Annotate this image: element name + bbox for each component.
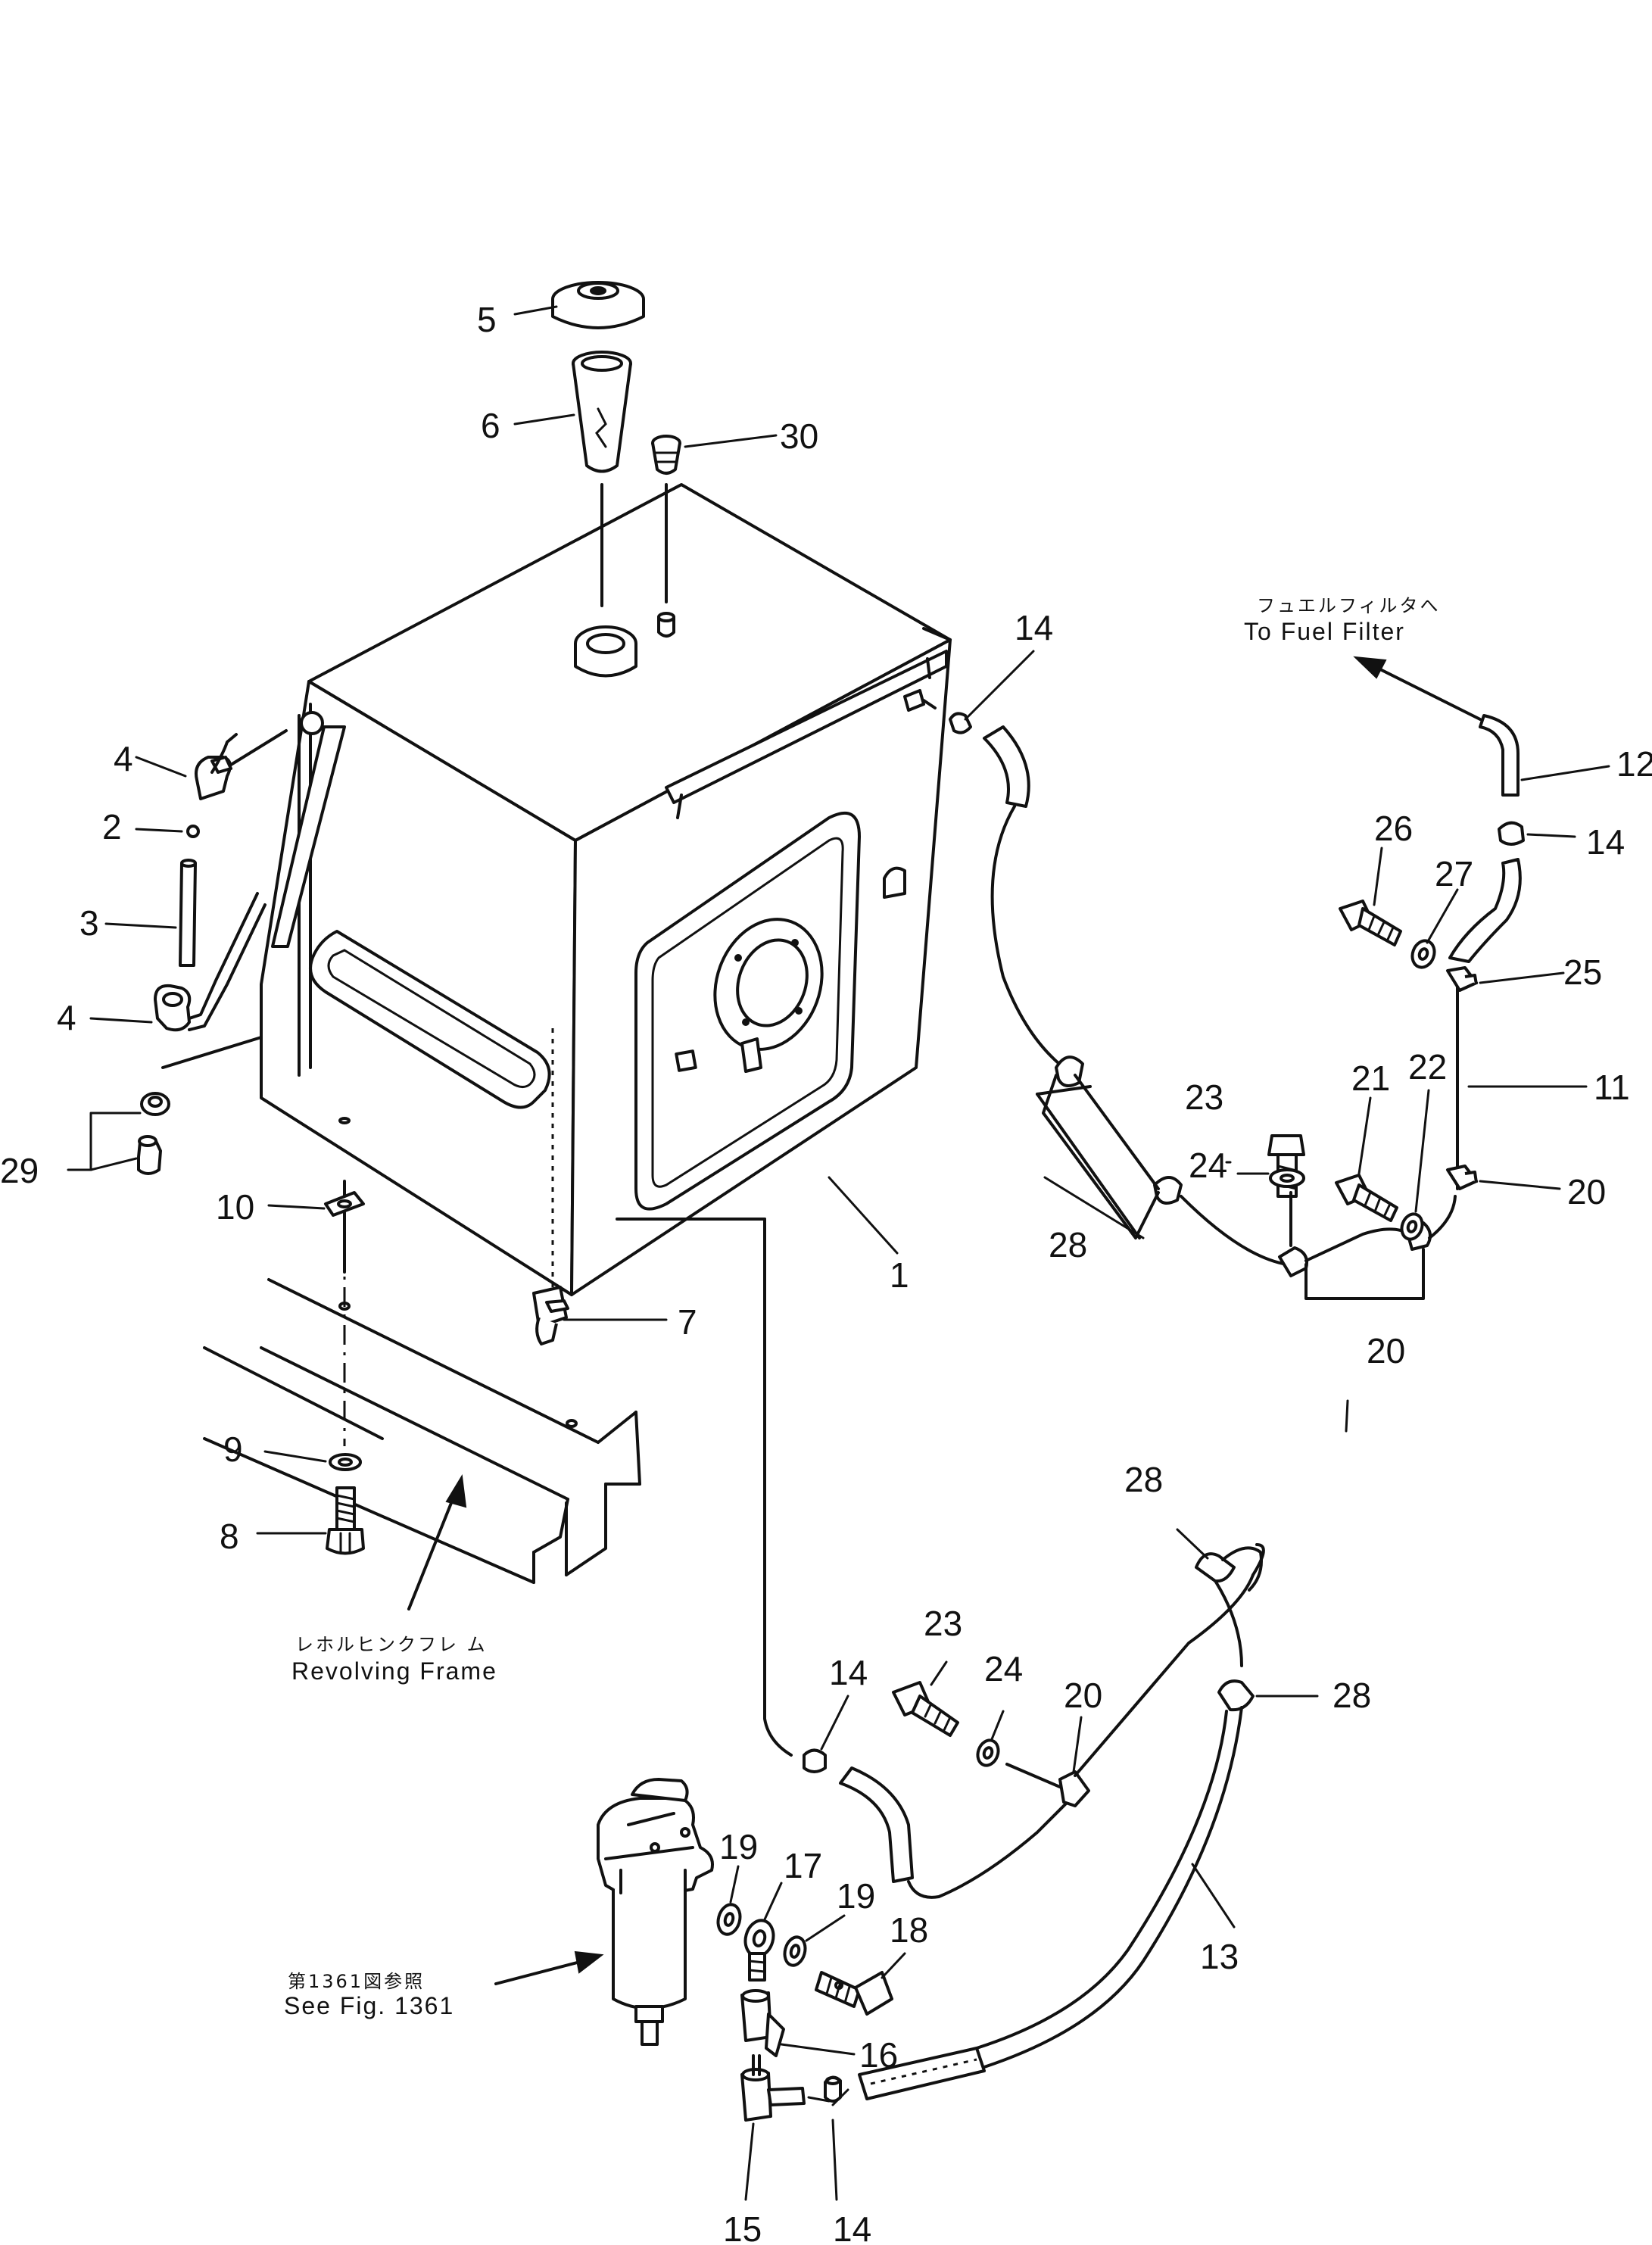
part-label-4: 4 xyxy=(57,998,76,1037)
part-label-28: 28 xyxy=(1333,1676,1371,1715)
part-label-13: 13 xyxy=(1200,1937,1239,1976)
part-label-17: 17 xyxy=(784,1846,822,1885)
part-label-27: 27 xyxy=(1435,854,1473,893)
fuel-tank xyxy=(260,483,952,1296)
part-label-20: 20 xyxy=(1367,1331,1405,1370)
part-label-2: 2 xyxy=(102,807,122,847)
annotations: フュエルフィルタへ To Fuel Filter レホルヒンクフレ ム Revo… xyxy=(284,595,1441,2019)
part-label-28: 28 xyxy=(1049,1225,1087,1264)
part-label-23: 23 xyxy=(1185,1077,1223,1117)
part-label-1: 1 xyxy=(890,1255,909,1295)
part-label-6: 6 xyxy=(481,406,500,445)
part-label-14: 14 xyxy=(833,2209,871,2245)
note-fuel-filter-en: To Fuel Filter xyxy=(1244,618,1405,645)
part-label-29: 29 xyxy=(0,1151,39,1190)
part-label-19: 19 xyxy=(837,1876,875,1916)
note-revolving-frame-ja: レホルヒンクフレ ム xyxy=(295,1634,488,1655)
part-label-23: 23 xyxy=(924,1604,962,1643)
air-breather xyxy=(651,435,681,475)
revolving-frame xyxy=(203,1117,641,1584)
part-label-24: 24 xyxy=(984,1649,1023,1688)
part-label-14: 14 xyxy=(1586,822,1625,862)
part-label-20: 20 xyxy=(1567,1172,1606,1211)
part-label-25: 25 xyxy=(1563,953,1602,992)
drain-plug-parts xyxy=(137,1036,263,1175)
fuel-hose-route-upper xyxy=(903,656,1525,1300)
part-label-30: 30 xyxy=(780,416,818,456)
part-label-9: 9 xyxy=(223,1430,243,1469)
part-label-12: 12 xyxy=(1616,744,1652,784)
part-label-14: 14 xyxy=(829,1653,868,1692)
part-label-11: 11 xyxy=(1594,1068,1630,1107)
drain-valve xyxy=(532,1286,569,1345)
part-label-21: 21 xyxy=(1351,1059,1390,1098)
fuel-filter-assembly xyxy=(597,1778,714,2046)
level-gauge-parts xyxy=(154,729,288,1032)
part-label-19: 19 xyxy=(719,1827,758,1866)
part-label-22: 22 xyxy=(1408,1047,1447,1087)
part-label-14: 14 xyxy=(1015,608,1053,647)
part-label-10: 10 xyxy=(216,1187,254,1227)
part-label-18: 18 xyxy=(890,1910,928,1950)
part-label-5: 5 xyxy=(477,300,497,339)
leader-lines xyxy=(67,305,1610,2201)
part-label-4: 4 xyxy=(114,739,133,778)
filler-strainer xyxy=(572,351,632,473)
filler-cap xyxy=(551,281,645,329)
fuel-hose-route-lower xyxy=(716,1218,1265,2122)
part-label-26: 26 xyxy=(1374,809,1413,848)
part-label-28: 28 xyxy=(1124,1460,1163,1499)
note-fuel-filter-ja: フュエルフィルタへ xyxy=(1257,595,1441,616)
part-label-3: 3 xyxy=(79,903,99,943)
part-label-15: 15 xyxy=(723,2209,762,2245)
part-label-20: 20 xyxy=(1064,1676,1102,1715)
note-see-fig-en: See Fig. 1361 xyxy=(284,1992,454,2019)
part-label-8: 8 xyxy=(220,1517,239,1556)
note-revolving-frame-en: Revolving Frame xyxy=(291,1657,497,1685)
part-number-labels: 1 2 3 4 4 5 6 7 8 9 10 11 12 13 14 14 14… xyxy=(0,300,1652,2245)
part-label-7: 7 xyxy=(678,1302,697,1342)
note-see-fig-ja: 第1361図参照 xyxy=(288,1971,425,1992)
part-label-16: 16 xyxy=(859,2035,898,2075)
part-label-24: 24 xyxy=(1189,1146,1227,1185)
